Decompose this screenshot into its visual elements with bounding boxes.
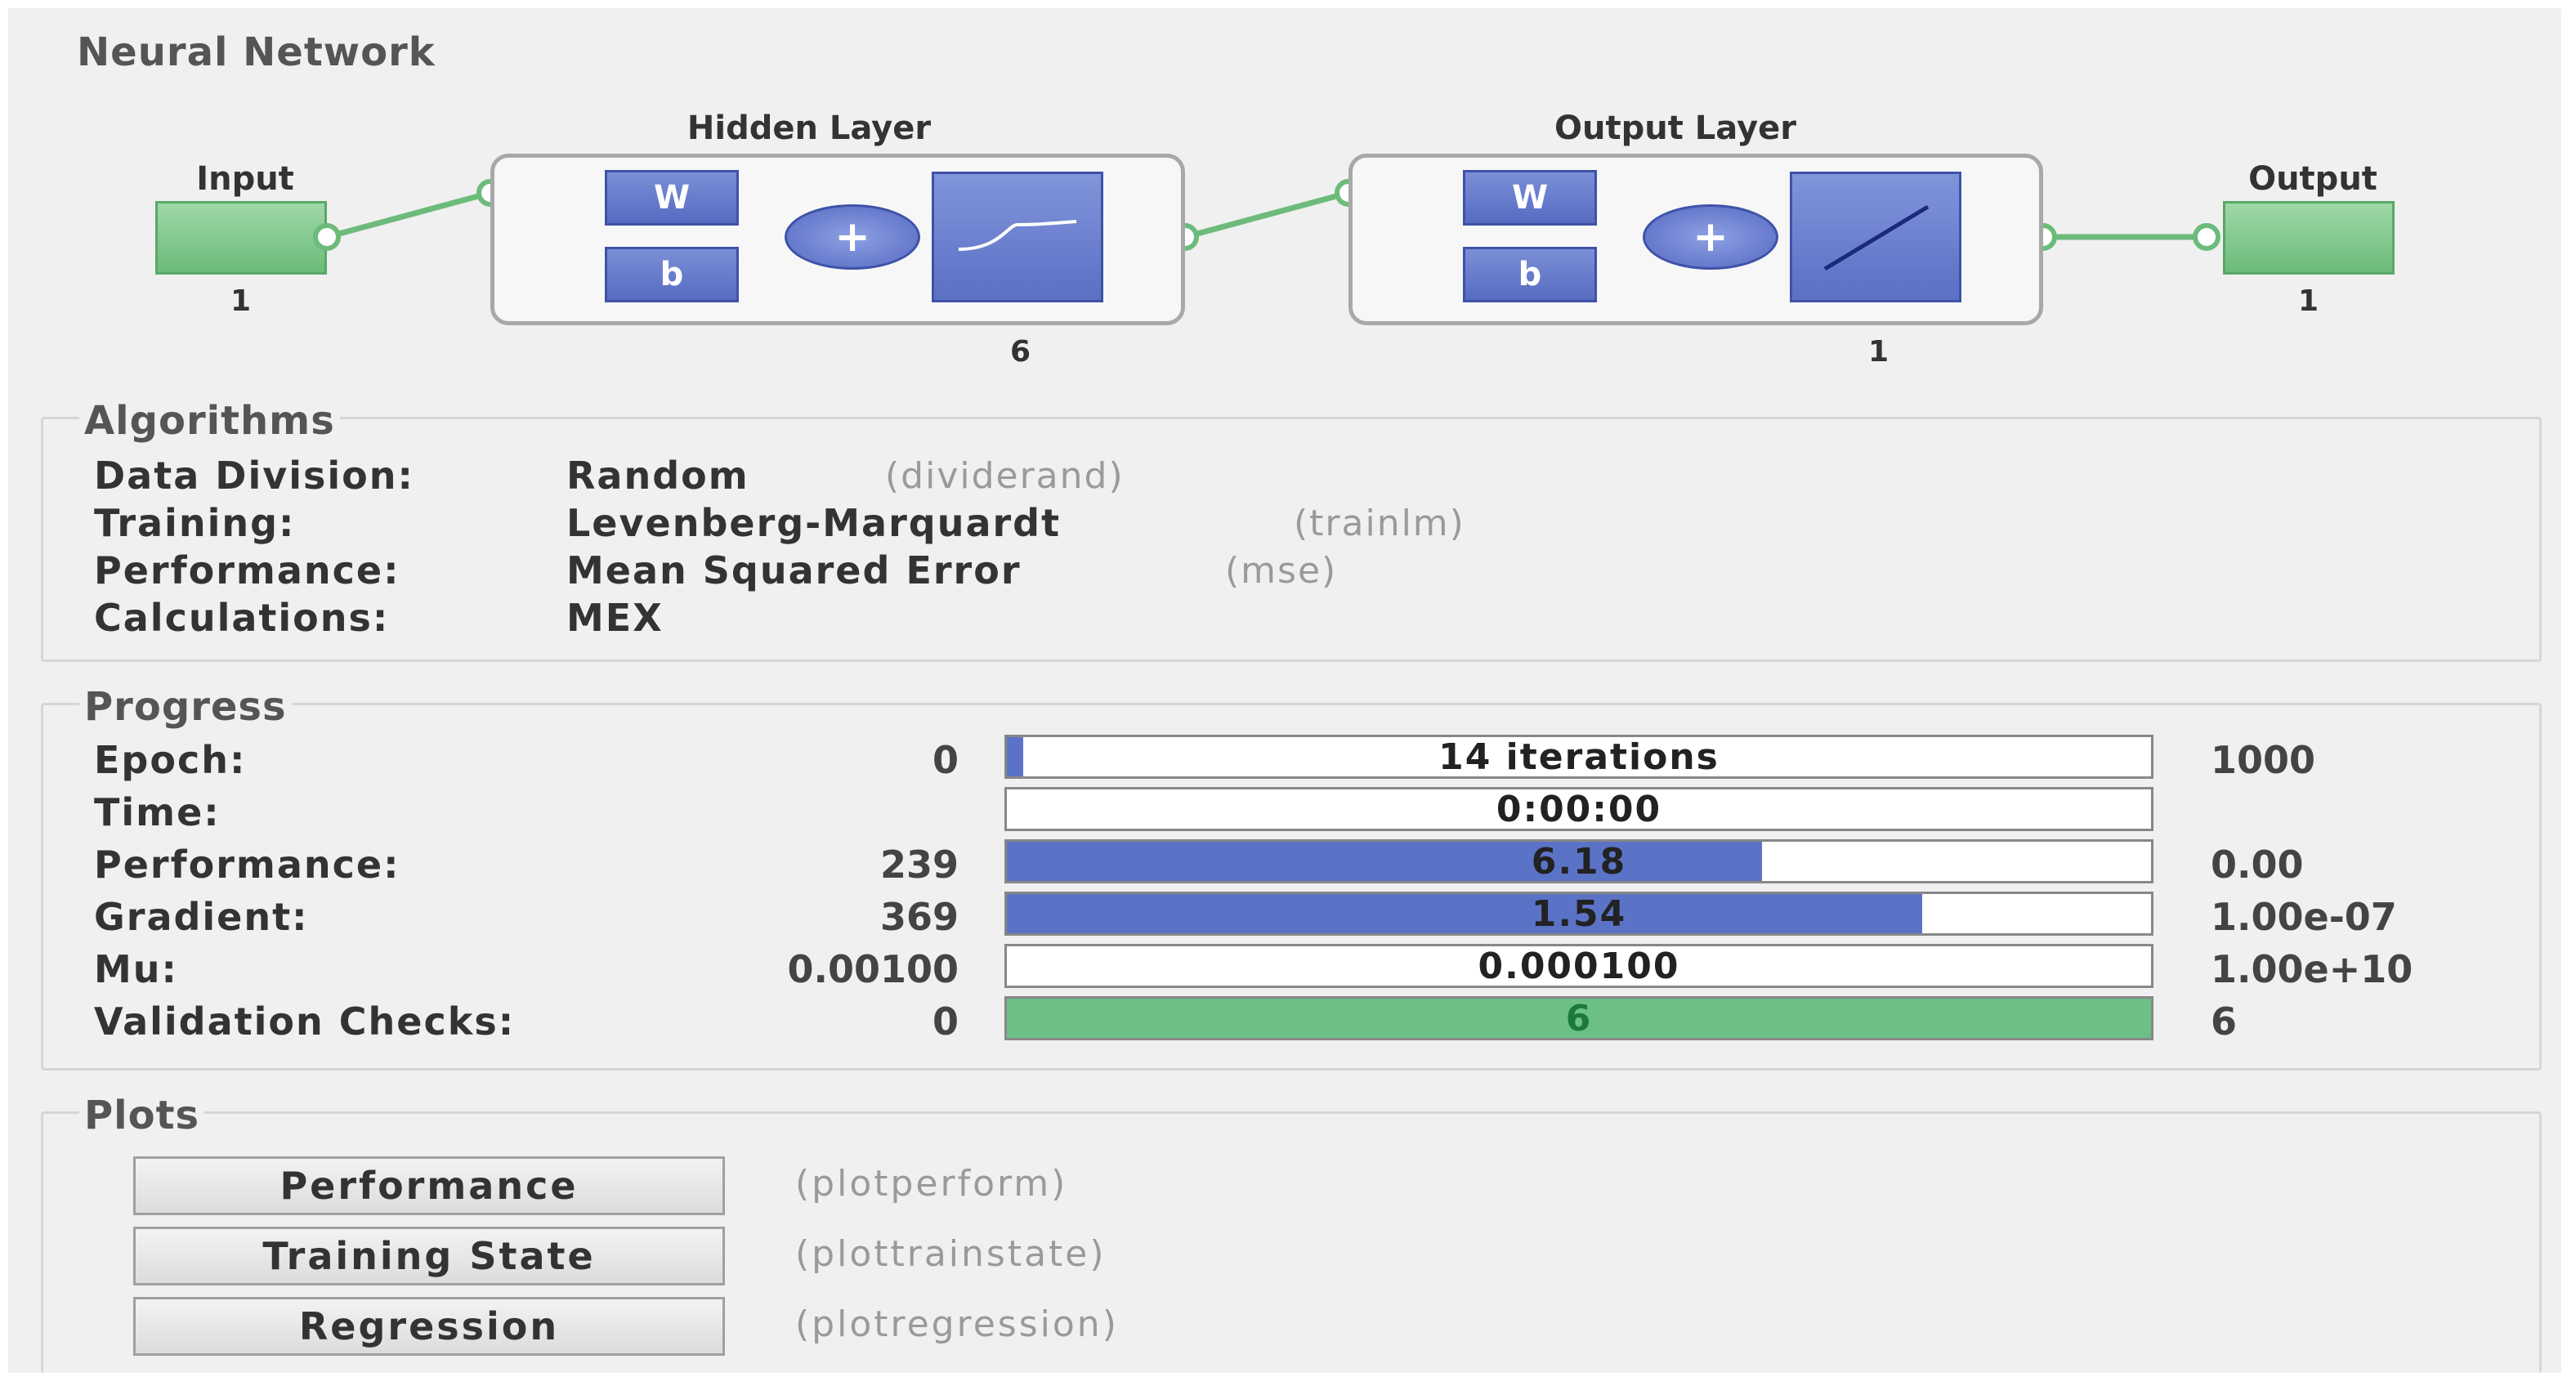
- connection-lines: [313, 179, 2220, 275]
- plot-regression-fn: (plotregression): [795, 1303, 1119, 1345]
- performance-value: Mean Squared Error: [566, 548, 1022, 592]
- output-layer-size: 1: [1868, 335, 1890, 369]
- performance-label: Performance:: [94, 548, 400, 592]
- data-division-fn: (dividerand): [885, 455, 1125, 497]
- hidden-transfer-function: [932, 172, 1103, 302]
- epoch-label: Epoch:: [94, 738, 247, 782]
- performance-end-value: 0.00: [2211, 843, 2304, 887]
- gradient-progress-fill: [1007, 894, 1922, 933]
- input-block: [155, 201, 327, 275]
- hidden-layer-label: Hidden Layer: [686, 110, 932, 147]
- network-panel-title: Neural Network: [77, 29, 436, 75]
- output-bias-block: b: [1463, 247, 1597, 302]
- network-panel: Input 1: [49, 57, 2534, 397]
- plot-performance-fn: (plotperform): [795, 1163, 1068, 1205]
- performance-start-value: 239: [879, 843, 959, 887]
- output-layer-label: Output Layer: [1554, 110, 1796, 147]
- plot-performance-button[interactable]: Performance: [133, 1156, 725, 1215]
- mu-end-value: 1.00e+10: [2211, 947, 2413, 991]
- output-label: Output: [2248, 160, 2377, 198]
- validation-checks-progress-bar: 6: [1004, 996, 2153, 1040]
- mu-progress-text: 0.000100: [1478, 946, 1680, 987]
- time-label: Time:: [94, 790, 221, 834]
- output-transfer-function: [1790, 172, 1961, 302]
- gradient-progress-bar: 1.54: [1004, 892, 2153, 936]
- algorithms-panel-title: Algorithms: [79, 398, 340, 444]
- validation-checks-end-value: 6: [2211, 999, 2238, 1044]
- performance-label: Performance:: [94, 843, 400, 887]
- training-value: Levenberg-Marquardt: [566, 501, 1062, 545]
- epoch-start-value: 0: [932, 738, 959, 782]
- validation-checks-progress-text: 6: [1565, 998, 1593, 1040]
- performance-progress-text: 6.18: [1531, 841, 1627, 883]
- plot-regression-button[interactable]: Regression: [133, 1297, 725, 1356]
- hidden-layer-size: 6: [1010, 335, 1031, 369]
- plots-panel-title: Plots: [79, 1093, 205, 1138]
- input-size: 1: [230, 284, 252, 318]
- hidden-bias-block: b: [605, 247, 739, 302]
- mu-progress-bar: 0.000100: [1004, 944, 2153, 988]
- gradient-start-value: 369: [879, 895, 959, 939]
- training-fn: (trainlm): [1294, 503, 1465, 544]
- output-sum-node: +: [1643, 204, 1778, 270]
- gradient-label: Gradient:: [94, 895, 309, 939]
- time-progress-text: 0:00:00: [1496, 789, 1662, 830]
- performance-progress-bar: 6.18: [1004, 839, 2153, 883]
- mu-label: Mu:: [94, 947, 178, 991]
- performance-fn: (mse): [1225, 550, 1338, 592]
- tansig-icon: [958, 220, 1077, 251]
- output-weight-block: W: [1463, 170, 1597, 226]
- validation-checks-progress-fill: [1007, 999, 2151, 1038]
- plots-panel: Plots Performance (plotperform) Training…: [41, 1093, 2542, 1373]
- epoch-progress-bar: 14 iterations: [1004, 735, 2153, 779]
- algorithms-panel: Algorithms Data Division: Random (divide…: [41, 398, 2542, 662]
- data-division-label: Data Division:: [94, 454, 414, 498]
- epoch-progress-text: 14 iterations: [1438, 736, 1720, 778]
- gradient-progress-text: 1.54: [1531, 893, 1627, 935]
- output-block: [2223, 201, 2395, 275]
- progress-panel-title: Progress: [79, 684, 292, 730]
- plot-training-state-fn: (plottrainstate): [795, 1233, 1107, 1275]
- nntraintool-window: Neural Network Input 1: [8, 8, 2561, 1373]
- calculations-value: MEX: [566, 596, 664, 640]
- validation-checks-start-value: 0: [932, 999, 959, 1044]
- training-label: Training:: [94, 501, 296, 545]
- plot-training-state-button[interactable]: Training State: [133, 1227, 725, 1285]
- output-size: 1: [2298, 284, 2319, 318]
- mu-start-value: 0.00100: [787, 947, 959, 991]
- hidden-sum-node: +: [785, 204, 920, 270]
- time-progress-bar: 0:00:00: [1004, 787, 2153, 831]
- validation-checks-label: Validation Checks:: [94, 999, 516, 1044]
- data-division-value: Random: [566, 454, 749, 498]
- performance-progress-fill: [1007, 842, 1762, 881]
- hidden-weight-block: W: [605, 170, 739, 226]
- epoch-end-value: 1000: [2211, 738, 2316, 782]
- epoch-progress-fill: [1007, 737, 1023, 776]
- input-label: Input: [196, 160, 294, 198]
- calculations-label: Calculations:: [94, 596, 390, 640]
- gradient-end-value: 1.00e-07: [2211, 895, 2397, 939]
- purelin-icon: [1823, 204, 1930, 271]
